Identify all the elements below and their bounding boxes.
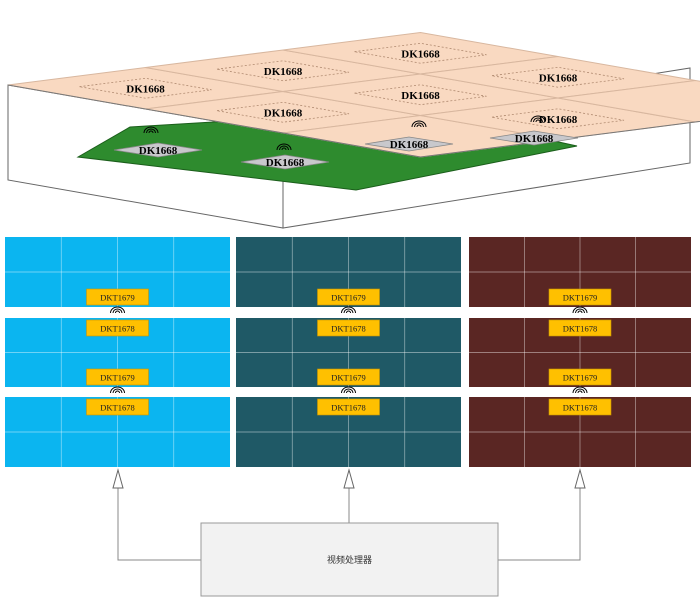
arrow-head-middle — [343, 468, 355, 489]
signal-wave-icon — [341, 306, 356, 314]
signal-wave-icon — [572, 386, 588, 394]
tile-marker-outline — [491, 66, 625, 88]
chip-box — [86, 398, 149, 416]
tile-label: DK1668 — [539, 72, 578, 84]
chip-label: DKT1679 — [100, 293, 134, 303]
arrow-line-right — [498, 488, 581, 561]
chip-label: DKT1679 — [331, 373, 365, 383]
chip-box — [86, 368, 149, 386]
signal-wave-icon — [341, 386, 356, 394]
plate-label: DK1668 — [266, 157, 305, 169]
signal-wave-icon — [572, 306, 588, 314]
chip-box — [86, 319, 149, 337]
chip-label: DKT1678 — [100, 324, 134, 334]
chip-box — [86, 288, 149, 306]
chip-box — [317, 368, 380, 386]
arrow-line-left — [117, 488, 201, 561]
tile-marker-outline — [354, 42, 487, 64]
chip-label: DKT1679 — [331, 293, 365, 303]
tile-marker-outline — [216, 101, 350, 123]
led-walls: DKT1679DKT1678DKT1679DKT1678DKT1679DKT16… — [5, 237, 691, 467]
ceiling-tiles: DK1668DK1668DK1668DK1668DK1668DK1668DK16… — [7, 31, 700, 158]
chip-box — [317, 288, 380, 306]
chip-box — [548, 319, 612, 337]
chip-label: DKT1678 — [331, 403, 365, 413]
tile-marker-outline — [354, 84, 487, 106]
chip-box — [548, 288, 612, 306]
plate-label: DK1668 — [139, 145, 178, 157]
platform-top-edge — [7, 84, 700, 158]
tile-label: DK1668 — [401, 48, 440, 60]
video-processor-label: 视频处理器 — [327, 554, 372, 566]
tile-marker-outline — [216, 60, 350, 82]
chip-box — [548, 368, 612, 386]
arrow-head-left — [112, 468, 124, 489]
chip-label: DKT1678 — [563, 403, 597, 413]
tile-label: DK1668 — [264, 107, 303, 119]
tile-marker-outline — [491, 108, 625, 130]
chip-box — [548, 398, 612, 416]
chip-label: DKT1678 — [100, 403, 134, 413]
chip-label: DKT1678 — [563, 324, 597, 334]
plate-diamond — [489, 130, 579, 146]
tile-marker-outline — [79, 77, 212, 99]
chip-box — [317, 398, 380, 416]
chip-label: DKT1679 — [100, 373, 134, 383]
ceiling-tile — [557, 79, 700, 123]
tile-label: DK1668 — [264, 66, 303, 78]
plate-label: DK1668 — [515, 133, 554, 145]
tile-label: DK1668 — [539, 114, 578, 126]
tile-label: DK1668 — [401, 90, 440, 102]
plate-label: DK1668 — [390, 139, 429, 151]
plate-diamond — [240, 154, 330, 170]
chip-box — [317, 319, 380, 337]
connector-arrows — [112, 468, 586, 561]
plate-diamond — [364, 136, 454, 152]
tile-label: DK1668 — [126, 83, 165, 95]
chip-label: DKT1679 — [563, 373, 597, 383]
video-processor-box — [200, 522, 499, 597]
chip-label: DKT1679 — [563, 293, 597, 303]
signal-wave-icon — [110, 386, 125, 394]
plate-diamond — [113, 142, 203, 158]
arrow-head-right — [574, 468, 586, 489]
signal-wave-icon — [110, 306, 125, 314]
chip-label: DKT1678 — [331, 324, 365, 334]
